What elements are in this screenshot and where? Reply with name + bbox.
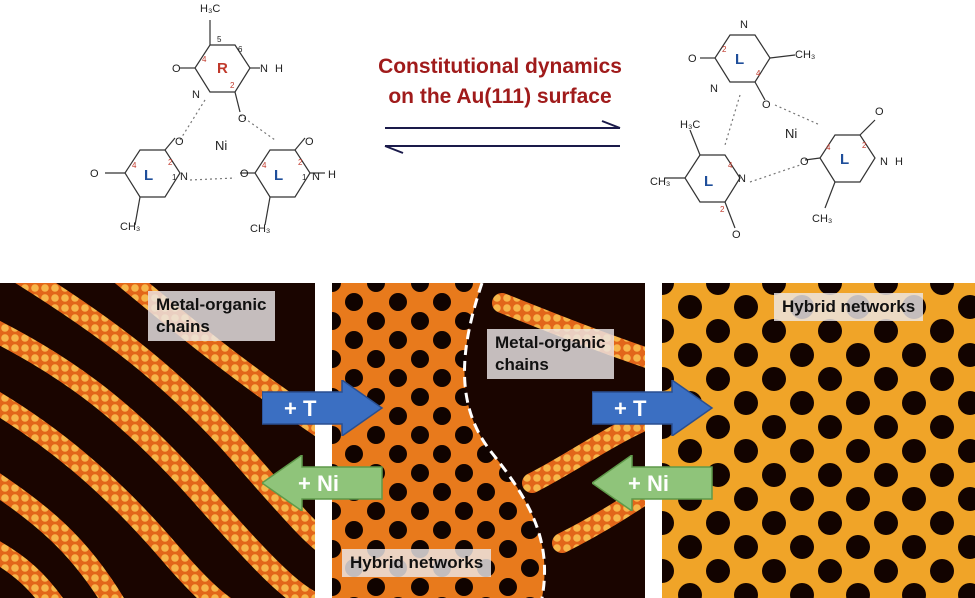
- svg-text:2: 2: [298, 158, 303, 167]
- title-line-1: Constitutional dynamics: [378, 55, 622, 78]
- title-line-2: on the Au(111) surface: [388, 85, 612, 108]
- svg-text:O: O: [875, 106, 884, 118]
- svg-text:H: H: [895, 156, 903, 168]
- arrow-plus-Ni-right-label: + Ni: [628, 471, 669, 496]
- svg-text:N: N: [312, 171, 320, 183]
- svg-text:H₃C: H₃C: [200, 3, 220, 15]
- svg-text:1: 1: [172, 173, 177, 182]
- svg-text:N: N: [710, 83, 718, 95]
- svg-text:H: H: [275, 63, 283, 75]
- svg-text:1: 1: [302, 173, 307, 182]
- right-trimer-structure: L O CH₃ O 2 4 N N Ni L CH₃ H₃C N O 4 2 L…: [650, 19, 903, 241]
- svg-text:L: L: [704, 173, 713, 190]
- svg-text:2: 2: [722, 45, 727, 54]
- svg-text:O: O: [732, 229, 741, 241]
- stm-image-networks: [662, 283, 975, 598]
- svg-text:5: 5: [217, 35, 222, 44]
- svg-text:L: L: [144, 167, 153, 184]
- svg-text:4: 4: [728, 161, 733, 170]
- svg-text:O: O: [305, 136, 314, 148]
- metal-label-right: Ni: [785, 126, 797, 141]
- svg-text:O: O: [90, 168, 99, 180]
- label-right-hybrid-networks: Hybrid networks: [774, 293, 924, 321]
- svg-text:4: 4: [262, 161, 267, 170]
- svg-text:4: 4: [132, 161, 137, 170]
- svg-text:CH₃: CH₃: [795, 49, 815, 61]
- svg-text:L: L: [735, 51, 744, 68]
- arrow-plus-T-right-label: + T: [614, 396, 647, 421]
- svg-text:H: H: [328, 169, 336, 181]
- label-middle-hybrid-networks: Hybrid networks: [342, 549, 492, 577]
- svg-text:O: O: [238, 113, 247, 125]
- svg-text:O: O: [175, 136, 184, 148]
- svg-text:H₃C: H₃C: [680, 119, 700, 131]
- stm-image-chains: [0, 283, 315, 598]
- metal-label-left: Ni: [215, 138, 227, 153]
- arrow-plus-Ni-right: + Ni: [592, 455, 713, 511]
- svg-text:CH₃: CH₃: [812, 213, 832, 225]
- svg-text:O: O: [762, 99, 771, 111]
- label-middle-metal-organic-chains: Metal-organic chains: [487, 329, 614, 379]
- svg-text:CH₃: CH₃: [120, 221, 140, 233]
- svg-text:O: O: [172, 63, 181, 75]
- diagram-title: Constitutional dynamics on the Au(111) s…: [345, 52, 655, 112]
- svg-text:2: 2: [230, 81, 235, 90]
- svg-text:N: N: [738, 173, 746, 185]
- left-trimer-structure: H₃C O N H N O R 4 2 5 6 Ni O O L 4 2 1 N…: [90, 3, 336, 235]
- arrow-plus-Ni-left-label: + Ni: [298, 471, 339, 496]
- svg-text:O: O: [800, 156, 809, 168]
- svg-text:N: N: [180, 171, 188, 183]
- stm-panel-mixed: Metal-organic chains Hybrid networks: [332, 283, 645, 598]
- svg-text:L: L: [840, 151, 849, 168]
- svg-text:N: N: [880, 156, 888, 168]
- svg-text:N: N: [260, 63, 268, 75]
- label-left-metal-organic-chains: Metal-organic chains: [148, 291, 275, 341]
- svg-text:2: 2: [720, 205, 725, 214]
- svg-text:O: O: [240, 168, 249, 180]
- svg-text:2: 2: [168, 158, 173, 167]
- svg-text:O: O: [688, 53, 697, 65]
- arrow-plus-T-right: + T: [592, 380, 714, 436]
- svg-text:4: 4: [756, 69, 761, 78]
- svg-text:CH₃: CH₃: [650, 176, 670, 188]
- arrow-plus-Ni-left: + Ni: [262, 455, 383, 511]
- arrow-plus-T-left-label: + T: [284, 396, 317, 421]
- stm-panel-chains: Metal-organic chains: [0, 283, 315, 598]
- svg-text:4: 4: [826, 143, 831, 152]
- svg-text:N: N: [740, 19, 748, 31]
- svg-text:CH₃: CH₃: [250, 223, 270, 235]
- svg-text:2: 2: [862, 141, 867, 150]
- svg-text:L: L: [274, 167, 283, 184]
- svg-text:6: 6: [238, 45, 243, 54]
- equilibrium-arrows: [384, 120, 621, 154]
- svg-text:4: 4: [202, 55, 207, 64]
- svg-text:R: R: [217, 60, 228, 77]
- arrow-plus-T-left: + T: [262, 380, 384, 436]
- svg-text:N: N: [192, 89, 200, 101]
- stm-panel-networks: Hybrid networks: [662, 283, 975, 598]
